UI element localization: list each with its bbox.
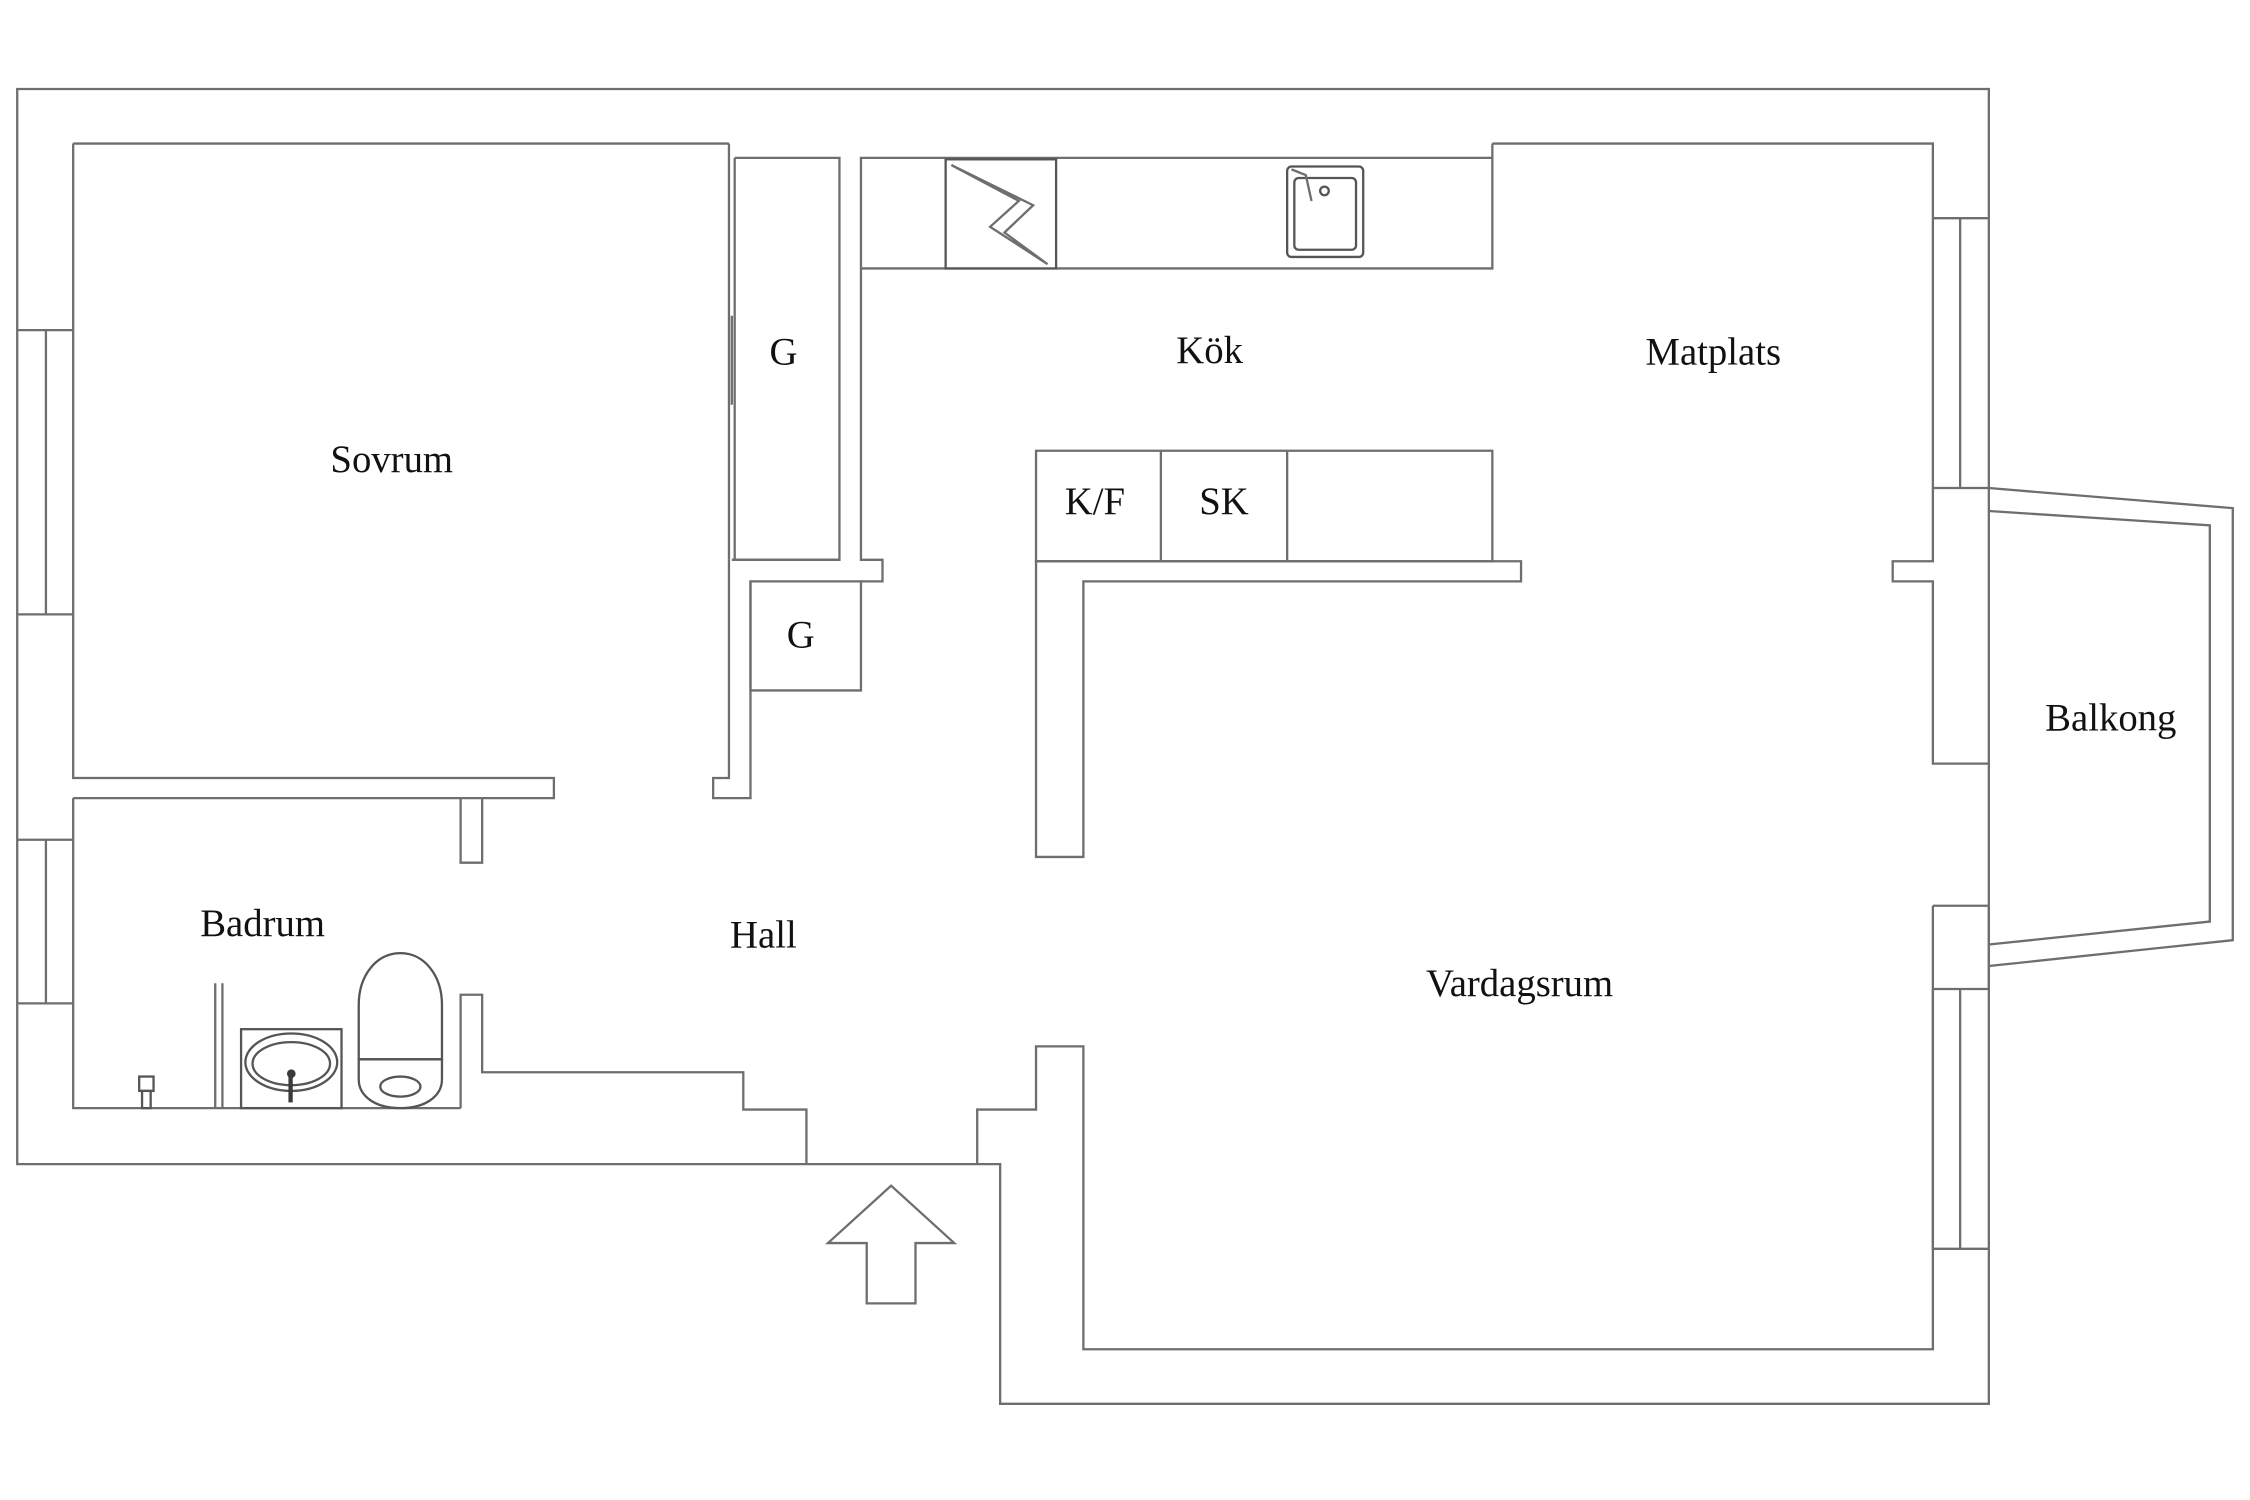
label-kyl-frys: K/F (1065, 480, 1125, 523)
room-label-sovrum: Sovrum (330, 438, 453, 481)
room-label-kok: Kök (1176, 329, 1243, 372)
balcony (1988, 486, 2234, 968)
sink-icon (1286, 165, 1365, 259)
shower-icon (138, 1075, 155, 1110)
kitchen-counter (859, 156, 1494, 583)
room-label-hall: Hall (730, 913, 797, 956)
room-label-badrum: Badrum (200, 902, 325, 945)
living-window (1931, 904, 1990, 1250)
kitchen-partition (1034, 560, 1523, 859)
bedroom-wall (72, 142, 729, 800)
toilet-icon (357, 951, 444, 1110)
living-right-wall (1891, 488, 1989, 765)
room-label-garderob-upper: G (769, 331, 797, 374)
bathroom-wall (72, 798, 808, 1165)
room-label-vardagsrum: Vardagsrum (1426, 962, 1613, 1005)
bathroom-window (17, 838, 74, 1005)
room-label-garderob-lower: G (787, 613, 815, 656)
living-room-wall (976, 988, 1935, 1351)
hall-wall-left (712, 558, 840, 800)
kitchen-right-wall (1491, 142, 1989, 490)
outer-wall (16, 87, 1990, 1405)
room-label-matplats: Matplats (1646, 331, 1782, 374)
entrance-arrow-icon (824, 1184, 958, 1305)
stove-icon (944, 158, 1058, 270)
shower-wall (214, 983, 224, 1109)
room-label-balkong: Balkong (2045, 697, 2176, 740)
matplats-window (1932, 217, 1989, 489)
label-skap: SK (1199, 480, 1249, 523)
bedroom-window (17, 328, 74, 616)
washbasin-icon (239, 1028, 343, 1110)
closet-upper (727, 143, 841, 561)
